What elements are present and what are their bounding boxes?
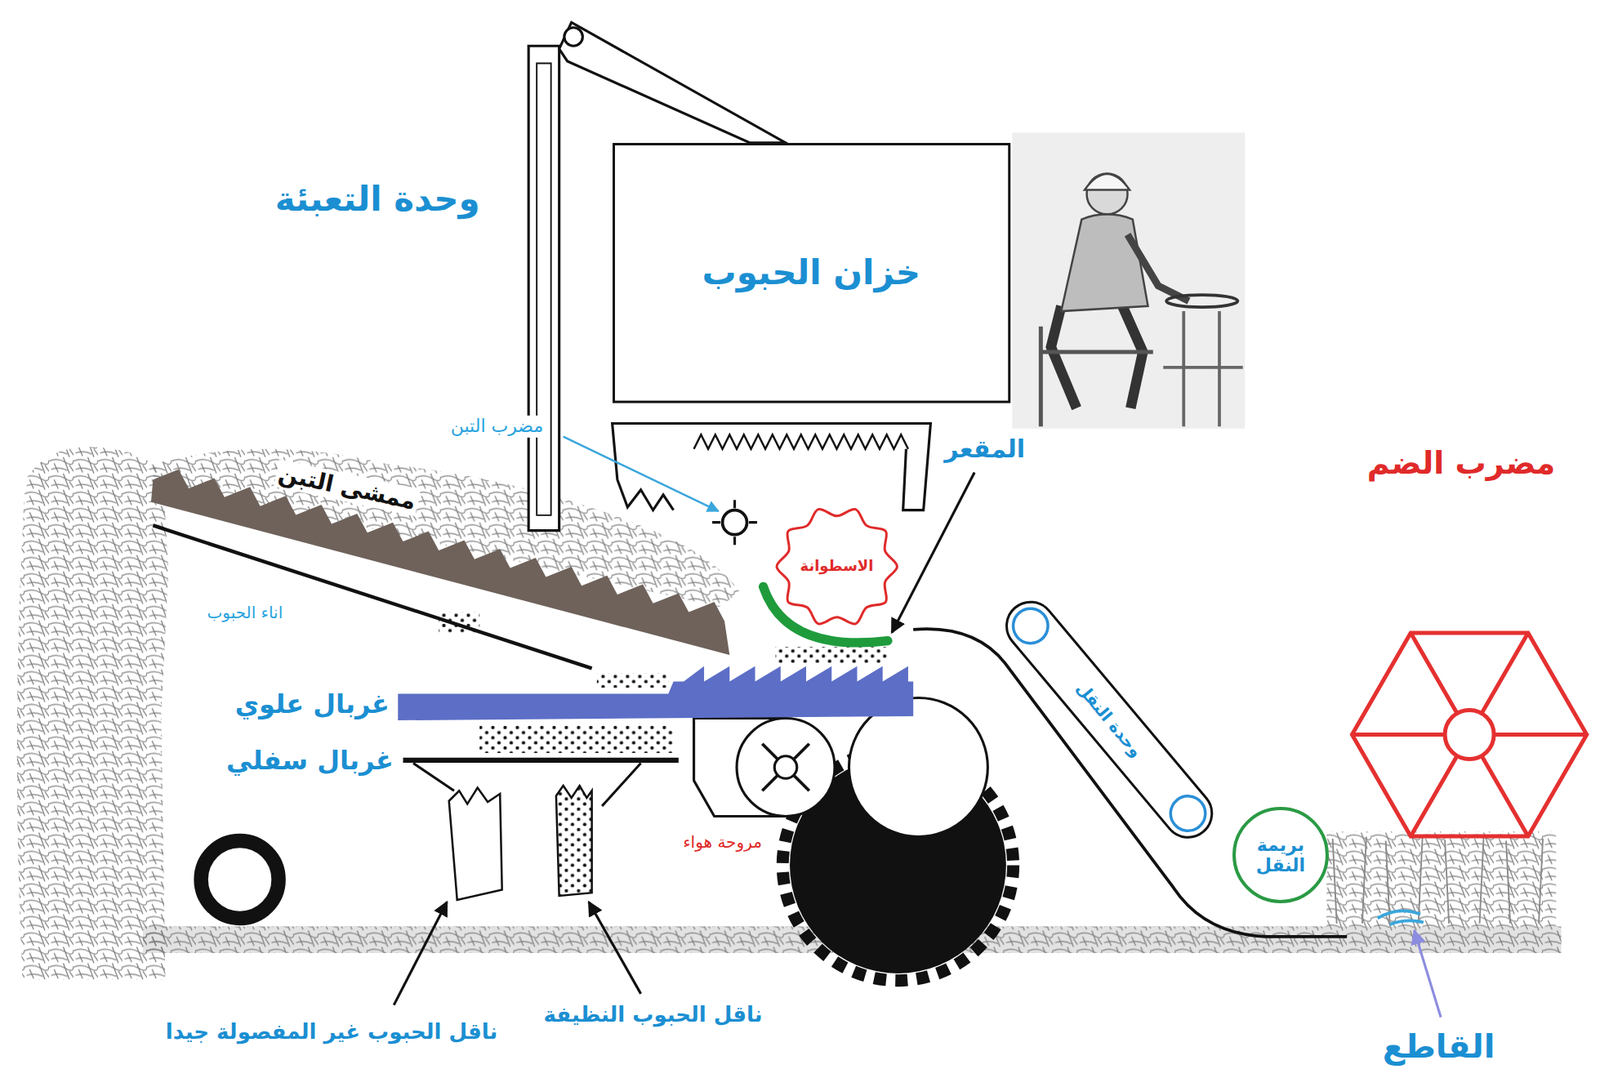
- fan-hub: [774, 756, 797, 779]
- operator-seat: [1040, 326, 1153, 427]
- section-label: وحدة التعبئة: [272, 178, 483, 219]
- unloading-arm: [559, 22, 786, 143]
- part-label: ناقل الحبوب غير المفصولة جيدا: [163, 1020, 501, 1046]
- threshing-cylinder: الاسطوانة: [773, 503, 901, 630]
- belt-roller: [1006, 601, 1056, 651]
- gear-outline: [776, 508, 897, 624]
- grain-pan: [152, 525, 592, 669]
- leader-arrow: [1414, 930, 1441, 1017]
- grain-dots: [597, 673, 669, 688]
- standing-crop: [1326, 831, 1556, 927]
- straw-on-walker: [152, 449, 740, 608]
- reel-spokes: [1351, 632, 1587, 837]
- crop-stalks: [1332, 836, 1543, 923]
- node-text: الاسطوانة: [799, 557, 874, 575]
- leader-arrow: [393, 901, 447, 1005]
- belt-roller: [1163, 788, 1213, 838]
- part-label: القاطع: [1380, 1026, 1498, 1066]
- part-label: غربال سفلي: [223, 744, 397, 776]
- node-text: خزان الحبوب: [702, 253, 921, 293]
- lower-sieve: [402, 757, 678, 763]
- operator-torso: [1060, 213, 1148, 312]
- elevator-tube: [528, 45, 559, 531]
- part-label: مضرب التبن: [448, 415, 547, 437]
- rear-wheel: [200, 840, 279, 919]
- operator-arm: [1127, 234, 1190, 301]
- grain-dots: [775, 646, 888, 664]
- hopper-lines: [413, 763, 642, 807]
- box-outline: [613, 143, 1009, 402]
- cutter-blade: [1377, 910, 1424, 924]
- straw-heap: [17, 446, 169, 980]
- part-label: ممشى التبن: [273, 459, 421, 517]
- beater-spokes: [712, 499, 758, 545]
- tailings-conveyor: [449, 788, 503, 901]
- grain-tank-box: خزان الحبوب: [612, 142, 1011, 404]
- circle-outline: [1234, 808, 1328, 902]
- conveyor-band: وحدة النقل: [994, 589, 1225, 850]
- upper-sieve: [397, 666, 914, 721]
- steering-wheel: [1166, 294, 1238, 308]
- operator-helmet: [1084, 173, 1130, 190]
- part-label: مضرب الضم: [1364, 445, 1559, 484]
- operator-backdrop: [1011, 132, 1245, 428]
- drum-circle: [848, 698, 988, 838]
- node-text: بريمة النقل: [1256, 834, 1306, 877]
- straw-beater: [722, 510, 748, 535]
- belt-outline: [996, 592, 1222, 847]
- leader-arrow: [563, 436, 719, 512]
- grain-dots: [479, 724, 673, 754]
- part-label: ناقل الحبوب النظيفة: [541, 1002, 766, 1029]
- elevator-inner: [536, 62, 551, 515]
- fan-circle: [736, 718, 835, 817]
- leader-arrow: [588, 901, 642, 994]
- reel-hub: [1444, 710, 1494, 760]
- part-label: غربال علوي: [232, 688, 393, 720]
- cab-rails: [1163, 311, 1243, 427]
- zigzag-line: [694, 434, 909, 449]
- part-label: مروحة هواء: [680, 832, 765, 852]
- auger-circle: بريمة النقل: [1231, 806, 1330, 905]
- straw-walker: [151, 469, 730, 656]
- elevator-pulley: [564, 27, 583, 46]
- grain-dots: [438, 612, 480, 633]
- part-label: اناء الحبوب: [204, 602, 286, 623]
- part-label: المقعر: [941, 434, 1028, 464]
- illustration-group: [17, 22, 1587, 1017]
- clean-grain-conveyor: [556, 785, 593, 896]
- upper-housing: [612, 423, 932, 510]
- fan-blades: [762, 744, 809, 791]
- reel-hexagon: [1351, 632, 1587, 837]
- operator-legs: [1051, 306, 1143, 409]
- leader-arrow: [891, 472, 975, 633]
